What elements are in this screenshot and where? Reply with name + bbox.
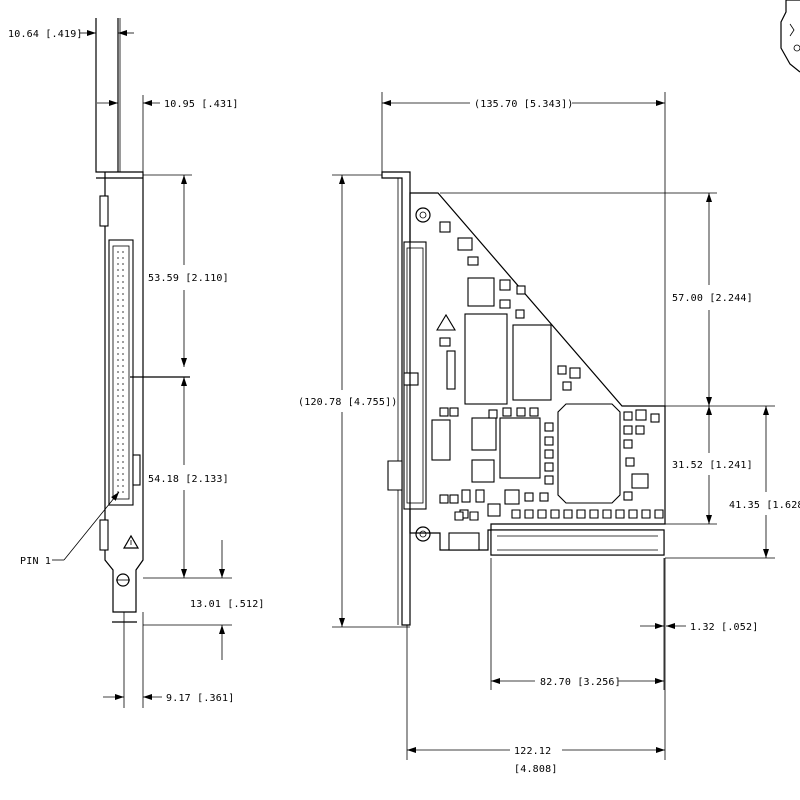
dim-bracket-offset: 10.95 [.431]: [164, 99, 239, 110]
cropped-partial-view: [780, 0, 800, 73]
dim-upper-board-height: 57.00 [2.244]: [672, 293, 753, 304]
side-view: 10.64 [.419] 10.95 [.431] 53.59 [2.110] …: [8, 18, 265, 708]
dim-board-overall-height: (120.78 [4.755]): [298, 397, 398, 408]
dim-board-length: 122.12: [514, 746, 551, 757]
dim-top-bracket-width: 10.64 [.419]: [8, 29, 83, 40]
dim-edge-connector-length: 82.70 [3.256]: [540, 677, 621, 688]
warning-icon: [122, 534, 140, 549]
dim-bracket-tab-height: 13.01 [.512]: [190, 599, 265, 610]
dim-board-to-edge-height: 41.35 [1.628]: [729, 500, 800, 511]
dim-connector-upper-half: 53.59 [2.110]: [148, 273, 229, 284]
connector-pins: [117, 251, 124, 493]
dim-board-overall-length: (135.70 [5.343]): [474, 99, 574, 110]
dim-bracket-foot-width: 9.17 [.361]: [166, 693, 234, 704]
pin1-label: PIN 1: [20, 556, 51, 567]
dim-board-length-in: [4.808]: [514, 764, 558, 775]
front-view: (135.70 [5.343]) (120.78 [4.755]) 57.00 …: [298, 92, 800, 775]
dim-lower-board-height: 31.52 [1.241]: [672, 460, 753, 471]
dim-edge-clearance: 1.32 [.052]: [690, 622, 758, 633]
dim-connector-lower-half: 54.18 [2.133]: [148, 474, 229, 485]
